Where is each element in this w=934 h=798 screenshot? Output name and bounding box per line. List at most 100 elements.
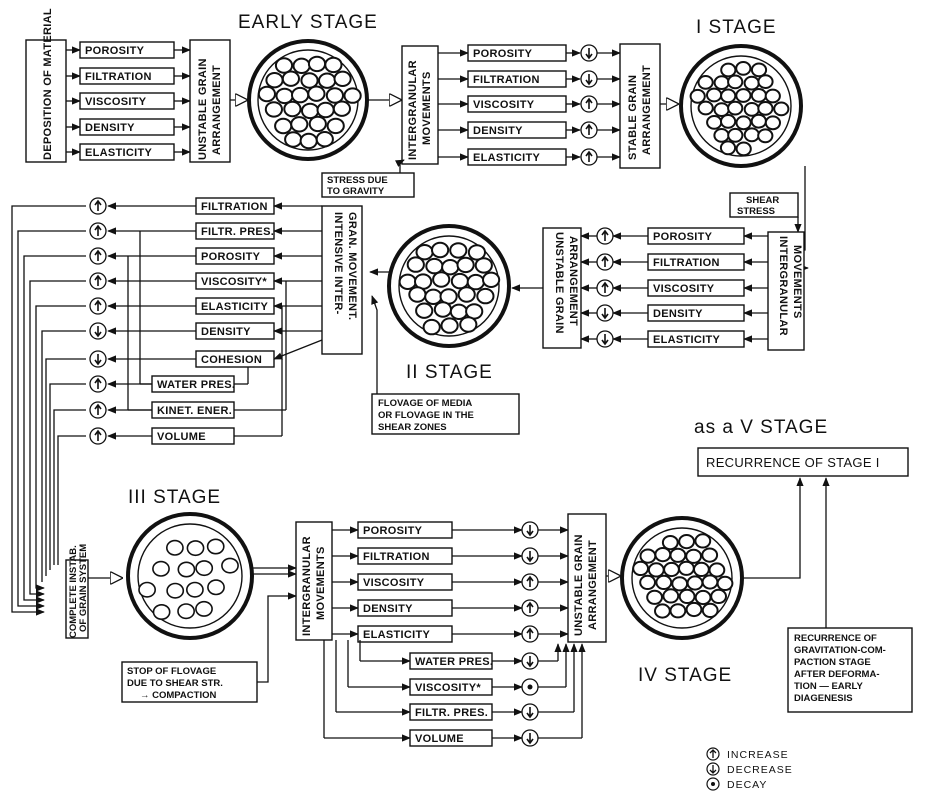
grain bbox=[721, 141, 735, 154]
recurrence-note-line-0: RECURRENCE OF bbox=[794, 633, 877, 644]
stage-four-grain-circle bbox=[622, 518, 742, 638]
grain bbox=[208, 539, 224, 553]
grain bbox=[774, 103, 788, 116]
decrease-icon bbox=[597, 331, 613, 347]
stage2-prop-4-label: ELASTICITY bbox=[201, 301, 269, 313]
unstable-grain-label-mid-b: ARRANGEMENT bbox=[567, 236, 579, 326]
grain bbox=[640, 576, 655, 589]
grain bbox=[711, 590, 726, 603]
early-prop-0-label: POROSITY bbox=[85, 45, 145, 57]
recurrence-note-line-2: PACTION STAGE bbox=[794, 657, 871, 668]
stage-five-title: as a V STAGE bbox=[694, 417, 828, 438]
grain bbox=[153, 562, 169, 576]
grain bbox=[766, 90, 780, 103]
grain bbox=[309, 57, 325, 71]
stage-three-grain-circle bbox=[128, 514, 252, 638]
stage1-prop-0-label: POROSITY bbox=[473, 48, 533, 60]
grain bbox=[655, 604, 670, 617]
decrease-icon bbox=[522, 730, 538, 746]
grain bbox=[721, 115, 735, 128]
grain bbox=[736, 89, 750, 102]
grain bbox=[325, 58, 341, 72]
decrease-icon bbox=[522, 522, 538, 538]
decrease-icon bbox=[90, 351, 106, 367]
grain bbox=[301, 134, 317, 148]
grain bbox=[187, 541, 203, 555]
stable-grain-label-a: STABLE GRAIN bbox=[627, 75, 639, 160]
legend-label-increase: INCREASE bbox=[727, 749, 789, 761]
grain bbox=[435, 302, 451, 316]
stage-two-input-properties: POROSITYFILTRATIONVISCOSITYDENSITYELASTI… bbox=[581, 228, 768, 347]
grain bbox=[736, 62, 750, 75]
grain bbox=[433, 272, 449, 286]
decay-icon bbox=[522, 679, 538, 695]
stage2in-prop-2-label: VISCOSITY bbox=[653, 283, 715, 295]
increase-icon bbox=[90, 248, 106, 264]
decrease-icon bbox=[581, 71, 597, 87]
increase-legend-icon bbox=[707, 748, 719, 760]
flovage-line2: OR FLOVAGE IN THE bbox=[378, 410, 474, 421]
decrease-icon bbox=[522, 548, 538, 564]
stage2-prop-8-label: KINET. ENER. bbox=[157, 405, 232, 417]
stage3-prop-0-label: POROSITY bbox=[363, 525, 423, 537]
grain bbox=[283, 72, 299, 86]
grain bbox=[752, 89, 766, 102]
stage3-prop-7-label: FILTR. PRES. bbox=[415, 707, 488, 719]
unstable-grain-label-mid-a: UNSTABLE GRAIN bbox=[553, 232, 565, 334]
grain bbox=[745, 103, 759, 116]
intergranular-label-top-a: INTERGRANULAR bbox=[407, 60, 419, 160]
grain bbox=[737, 116, 751, 129]
grain bbox=[696, 591, 711, 604]
grain bbox=[301, 73, 317, 87]
early-prop-1-label: FILTRATION bbox=[85, 71, 152, 83]
grain bbox=[328, 119, 344, 133]
grain bbox=[319, 74, 335, 88]
grain bbox=[655, 548, 670, 561]
unstable-grain-label-bottom-b: ARRANGEMENT bbox=[587, 540, 599, 630]
stop-flovage-line3: → COMPACTION bbox=[140, 690, 216, 701]
grain bbox=[663, 536, 678, 549]
increase-icon bbox=[581, 149, 597, 165]
legend-label-decrease: DECREASE bbox=[727, 764, 793, 776]
stage2-prop-0-label: FILTRATION bbox=[201, 201, 268, 213]
grain bbox=[459, 287, 475, 301]
stage-four-title: IV STAGE bbox=[638, 665, 732, 686]
grain bbox=[715, 103, 729, 116]
stop-flovage-line2: DUE TO SHEAR STR. bbox=[127, 678, 223, 689]
decrease-icon bbox=[522, 704, 538, 720]
intergranular-label-top-b: MOVEMENTS bbox=[421, 71, 433, 145]
grain bbox=[284, 102, 300, 116]
grain bbox=[167, 541, 183, 555]
grain bbox=[178, 604, 194, 618]
increase-icon bbox=[90, 376, 106, 392]
grain bbox=[277, 89, 293, 103]
shear-stress-line2: STRESS bbox=[737, 206, 775, 217]
stage3-prop-2-label: VISCOSITY bbox=[363, 577, 425, 589]
increase-icon bbox=[90, 198, 106, 214]
unstable-grain-label-early-a: UNSTABLE GRAIN bbox=[197, 58, 209, 160]
intergranular-label-right-b: MOVEMENTS bbox=[791, 245, 803, 319]
stage2-prop-3-label: VISCOSITY* bbox=[201, 276, 267, 288]
grain bbox=[699, 102, 713, 115]
intergranular-label-bottom-b: MOVEMENTS bbox=[315, 546, 327, 620]
decrease-icon bbox=[522, 653, 538, 669]
intensive-label-a: INTENSIVE INTER- bbox=[332, 212, 344, 315]
stage2in-prop-4-label: ELASTICITY bbox=[653, 334, 721, 346]
increase-icon bbox=[581, 96, 597, 112]
stage2in-prop-1-label: FILTRATION bbox=[653, 257, 720, 269]
early-stage-title: EARLY STAGE bbox=[238, 12, 378, 33]
stage-two-properties: FILTRATIONFILTR. PRES.POROSITYVISCOSITY*… bbox=[90, 198, 322, 444]
recurrence-note-line-5: DIAGENESIS bbox=[794, 693, 853, 704]
stage1-prop-2-label: VISCOSITY bbox=[473, 99, 535, 111]
stage3-prop-3-label: DENSITY bbox=[363, 603, 413, 615]
recurrence-note-line-3: AFTER DEFORMA- bbox=[794, 669, 880, 680]
grain bbox=[758, 129, 772, 142]
increase-icon bbox=[90, 402, 106, 418]
stage-two-grain-circle bbox=[389, 226, 509, 346]
stage-two-title: II STAGE bbox=[406, 362, 493, 383]
stage-one-title: I STAGE bbox=[696, 17, 777, 38]
grain bbox=[327, 88, 343, 102]
grain bbox=[687, 603, 702, 616]
grain bbox=[728, 76, 742, 89]
grain bbox=[707, 116, 721, 129]
